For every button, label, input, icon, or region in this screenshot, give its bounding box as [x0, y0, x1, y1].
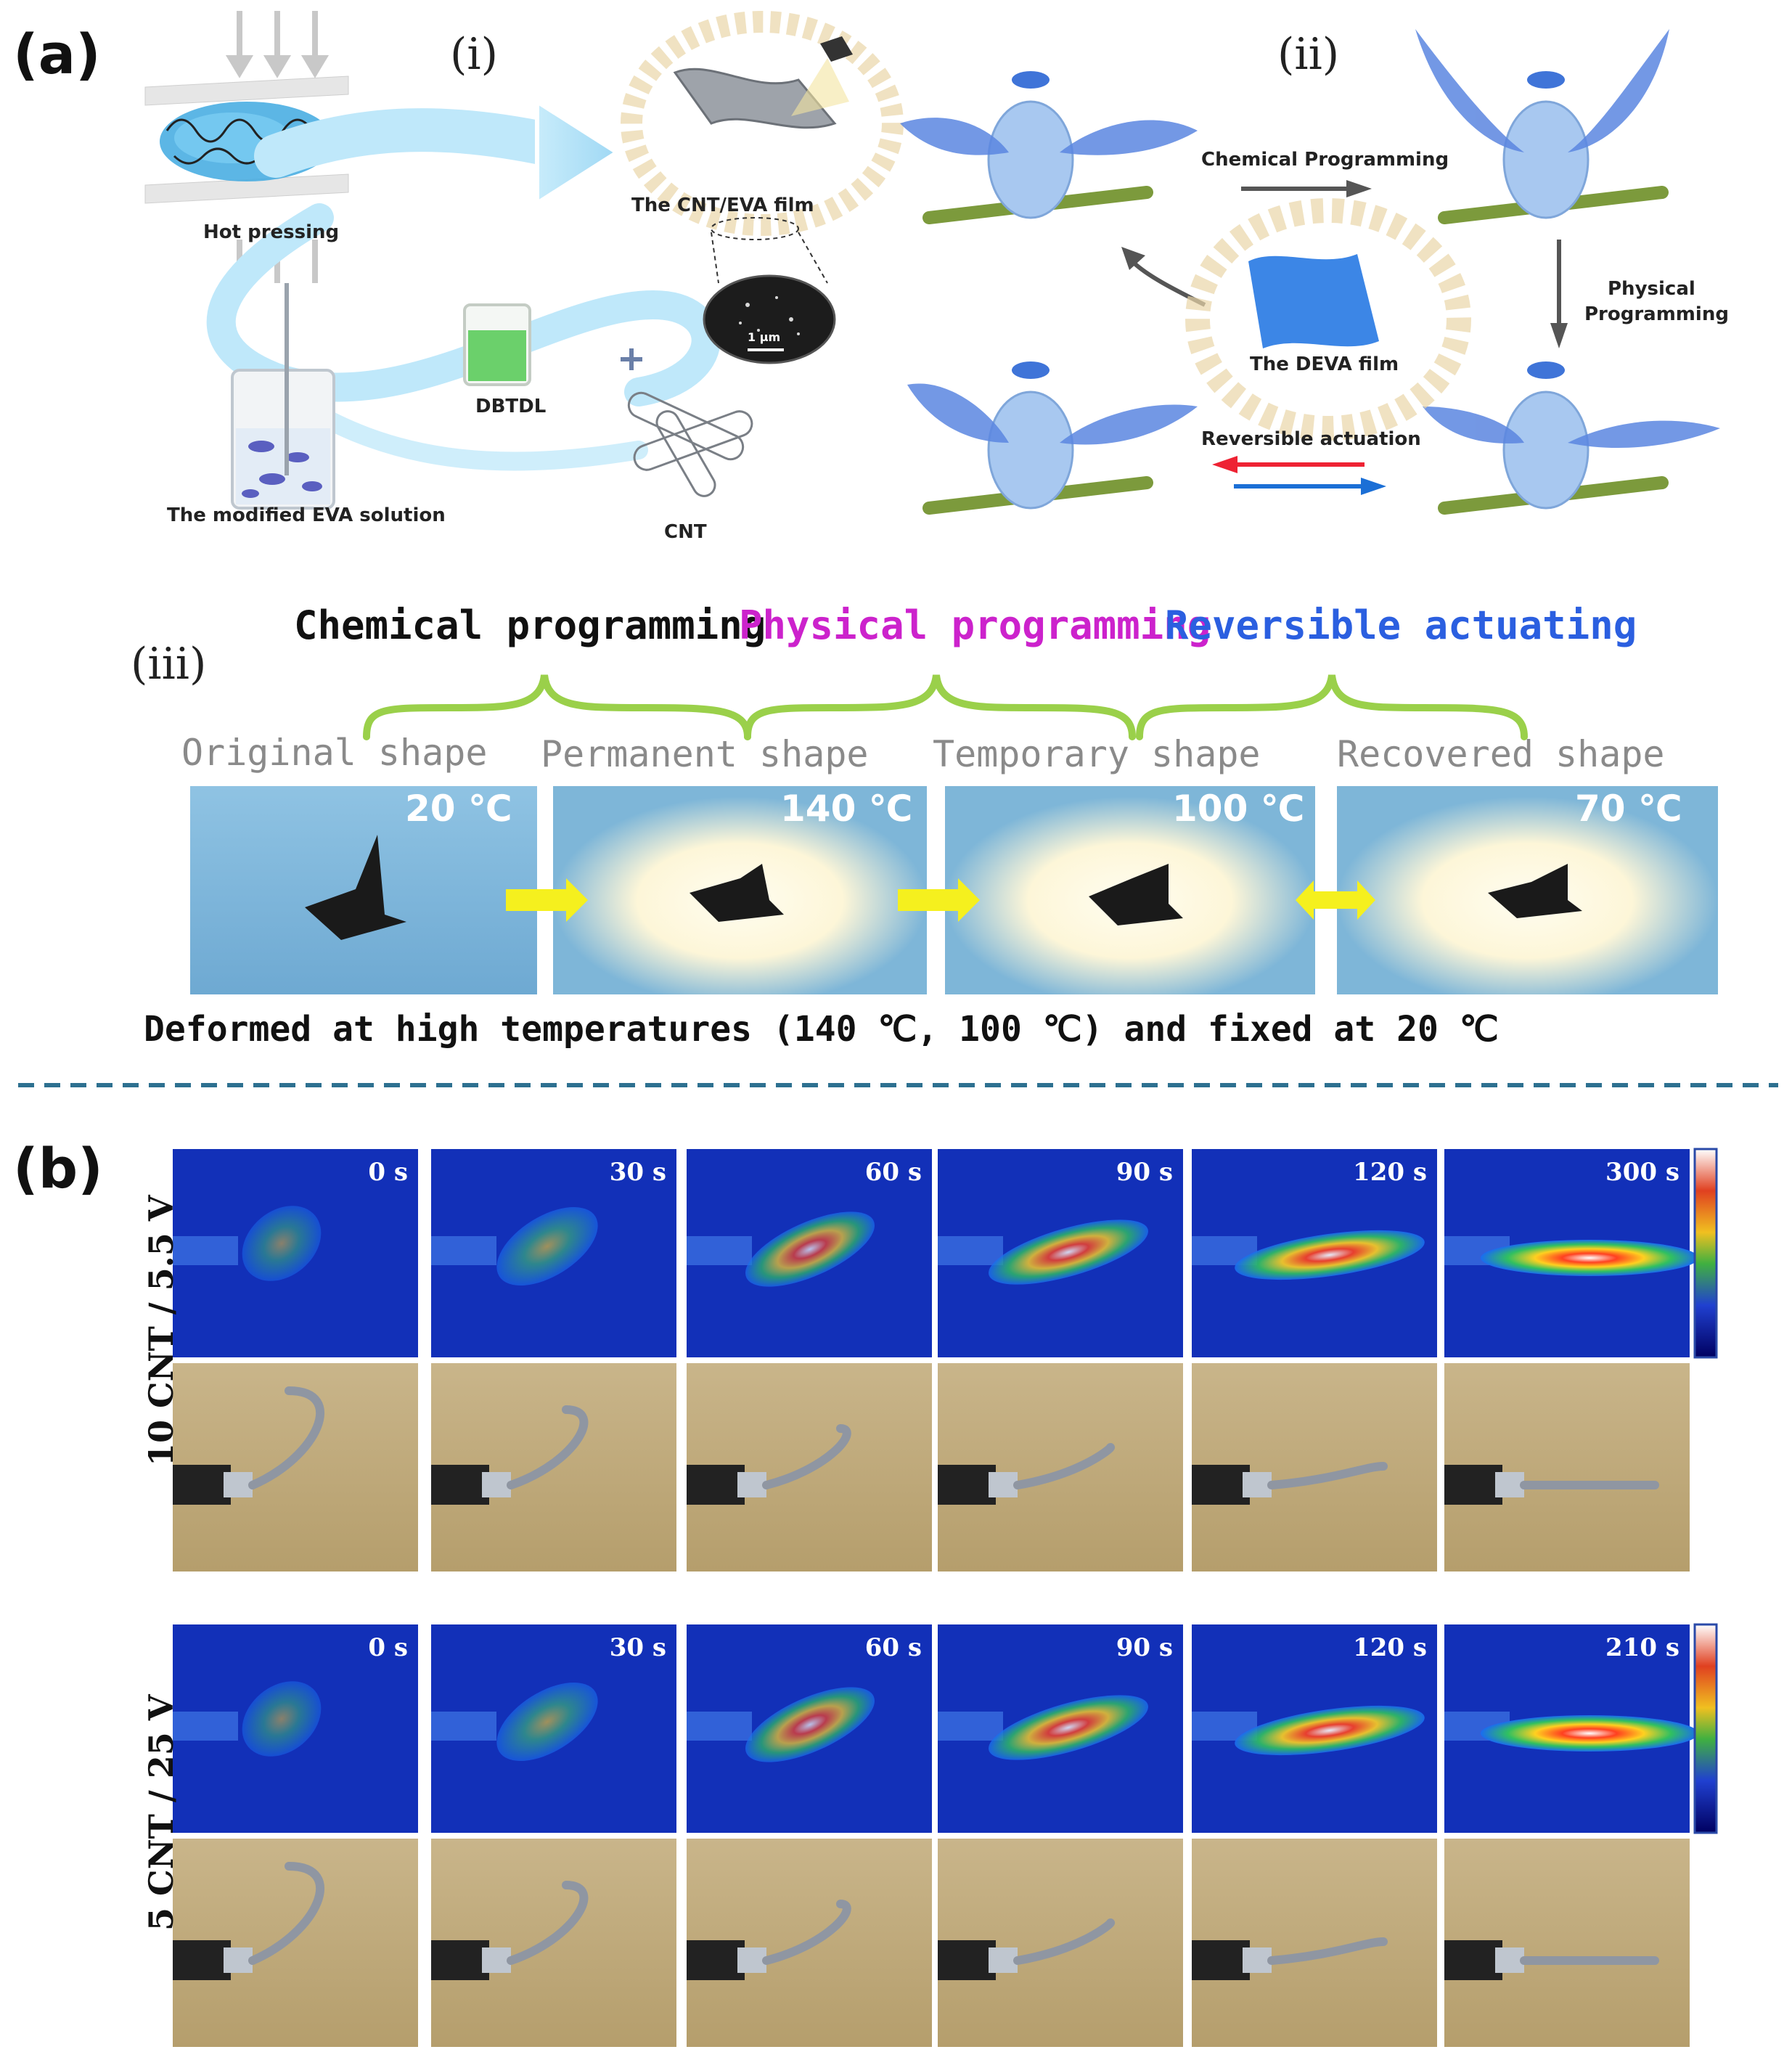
time-label: 60 s [864, 1158, 922, 1187]
time-label: 90 s [1116, 1158, 1173, 1187]
time-label: 210 s [1605, 1633, 1680, 1662]
shape-label-temporary: Temporary shape [933, 733, 1261, 775]
row-label-10cnt: 10 CNT / 5.5 V [142, 1195, 181, 1466]
time-label: 90 s [1116, 1633, 1173, 1662]
panel-a-ii-illustration [900, 29, 1720, 515]
time-label: 60 s [864, 1633, 922, 1662]
modified-eva-solution-label: The modified EVA solution [167, 504, 446, 526]
time-label: 120 s [1353, 1158, 1427, 1187]
cnt-label: CNT [664, 521, 707, 543]
chemical-programming-label: Chemical Programming [1201, 149, 1449, 171]
temperature-label-original: 20 ℃ [405, 788, 512, 830]
panel-letter-b: (b) [13, 1136, 103, 1201]
panel-b-frames [173, 1149, 1698, 2047]
time-label: 30 s [609, 1633, 666, 1662]
panel-a-i-illustration [144, 11, 904, 510]
row-label-5cnt: 5 CNT / 25 V [142, 1694, 181, 1931]
phase-label-chemical: Chemical programming [294, 602, 766, 648]
time-label: 30 s [609, 1158, 666, 1187]
time-label: 0 s [368, 1633, 408, 1662]
subpanel-label-ii: (ii) [1277, 29, 1340, 80]
time-label: 0 s [368, 1158, 408, 1187]
temperature-label-permanent: 140 ℃ [780, 788, 913, 830]
physical-programming-label-line1: Physical [1608, 278, 1695, 300]
hot-pressing-label: Hot pressing [203, 221, 340, 243]
cnt-eva-film-label: The CNT/EVA film [631, 195, 814, 216]
shape-label-original: Original shape [181, 732, 488, 774]
deformation-caption: Deformed at high temperatures (140 ℃, 10… [144, 1009, 1499, 1050]
time-label: 120 s [1353, 1633, 1427, 1662]
temperature-label-recovered: 70 ℃ [1575, 788, 1682, 830]
subpanel-label-i: (i) [450, 29, 499, 80]
temperature-label-temporary: 100 ℃ [1172, 788, 1305, 830]
dbtdl-label: DBTDL [475, 396, 547, 417]
deva-film-label: The DEVA film [1250, 353, 1399, 375]
shape-label-recovered: Recovered shape [1337, 733, 1665, 775]
reversible-actuation-label: Reversible actuation [1201, 428, 1421, 450]
physical-programming-label-line2: Programming [1584, 303, 1729, 325]
panel-a-iii-illustration [18, 674, 1778, 1087]
phase-label-reversible: Reversible actuating [1165, 602, 1637, 648]
subpanel-label-iii: (iii) [131, 639, 207, 690]
time-label: 300 s [1605, 1158, 1680, 1187]
phase-label-physical: Physical programming [739, 602, 1211, 648]
panel-letter-a: (a) [13, 22, 101, 86]
shape-label-permanent: Permanent shape [541, 733, 869, 775]
scale-bar-label: 1 μm [748, 330, 781, 344]
